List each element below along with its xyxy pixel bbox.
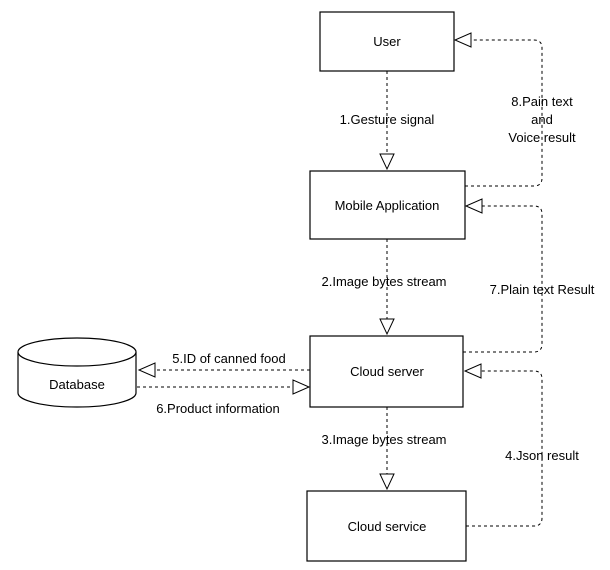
arrowhead-down-icon bbox=[379, 318, 395, 336]
arrowhead-down-icon bbox=[379, 473, 395, 491]
cloud-service-node: Cloud service bbox=[306, 490, 467, 562]
database-node: Database bbox=[17, 337, 137, 408]
cloud-service-label: Cloud service bbox=[348, 519, 427, 534]
edge-gesture-signal: 1.Gesture signal bbox=[340, 71, 435, 171]
arrowhead-left-icon bbox=[453, 32, 472, 48]
arrowhead-left-icon bbox=[464, 198, 483, 214]
edge-pain-text-voice-result: 8.Pain text and Voice result bbox=[453, 32, 576, 187]
edge-label-pain-text-line-2: and bbox=[531, 112, 553, 127]
cloud-server-label: Cloud server bbox=[350, 364, 424, 379]
edge-label-id-of-canned-food: 5.ID of canned food bbox=[172, 351, 285, 366]
edge-json-result: 4.Json result bbox=[463, 363, 579, 527]
user-label: User bbox=[373, 34, 401, 49]
edge-label-json-result: 4.Json result bbox=[505, 448, 579, 463]
edge-label-image-bytes-stream-2: 3.Image bytes stream bbox=[322, 432, 447, 447]
edge-label-product-information: 6.Product information bbox=[156, 401, 280, 416]
edge-label-gesture-signal: 1.Gesture signal bbox=[340, 112, 435, 127]
arrowhead-right-icon bbox=[292, 379, 311, 395]
edge-label-plain-text-result: 7.Plain text Result bbox=[490, 282, 595, 297]
mobile-application-node: Mobile Application bbox=[309, 170, 466, 240]
database-label: Database bbox=[49, 377, 105, 392]
edge-image-bytes-stream-2: 3.Image bytes stream bbox=[322, 407, 447, 491]
edge-plain-text-result: 7.Plain text Result bbox=[463, 198, 595, 353]
edge-image-bytes-stream-1: 2.Image bytes stream bbox=[322, 239, 447, 336]
mobile-application-label: Mobile Application bbox=[335, 198, 440, 213]
edge-product-information: 6.Product information bbox=[137, 379, 311, 416]
edge-label-pain-text-line-3: Voice result bbox=[508, 130, 576, 145]
edge-label-pain-text-line-1: 8.Pain text bbox=[511, 94, 573, 109]
user-node: User bbox=[319, 11, 455, 72]
arrowhead-left-icon bbox=[137, 362, 156, 378]
arrowhead-down-icon bbox=[379, 153, 395, 171]
edge-label-image-bytes-stream-1: 2.Image bytes stream bbox=[322, 274, 447, 289]
edge-id-of-canned-food: 5.ID of canned food bbox=[137, 351, 310, 378]
cloud-server-node: Cloud server bbox=[309, 335, 464, 408]
arrowhead-left-icon bbox=[463, 363, 482, 379]
